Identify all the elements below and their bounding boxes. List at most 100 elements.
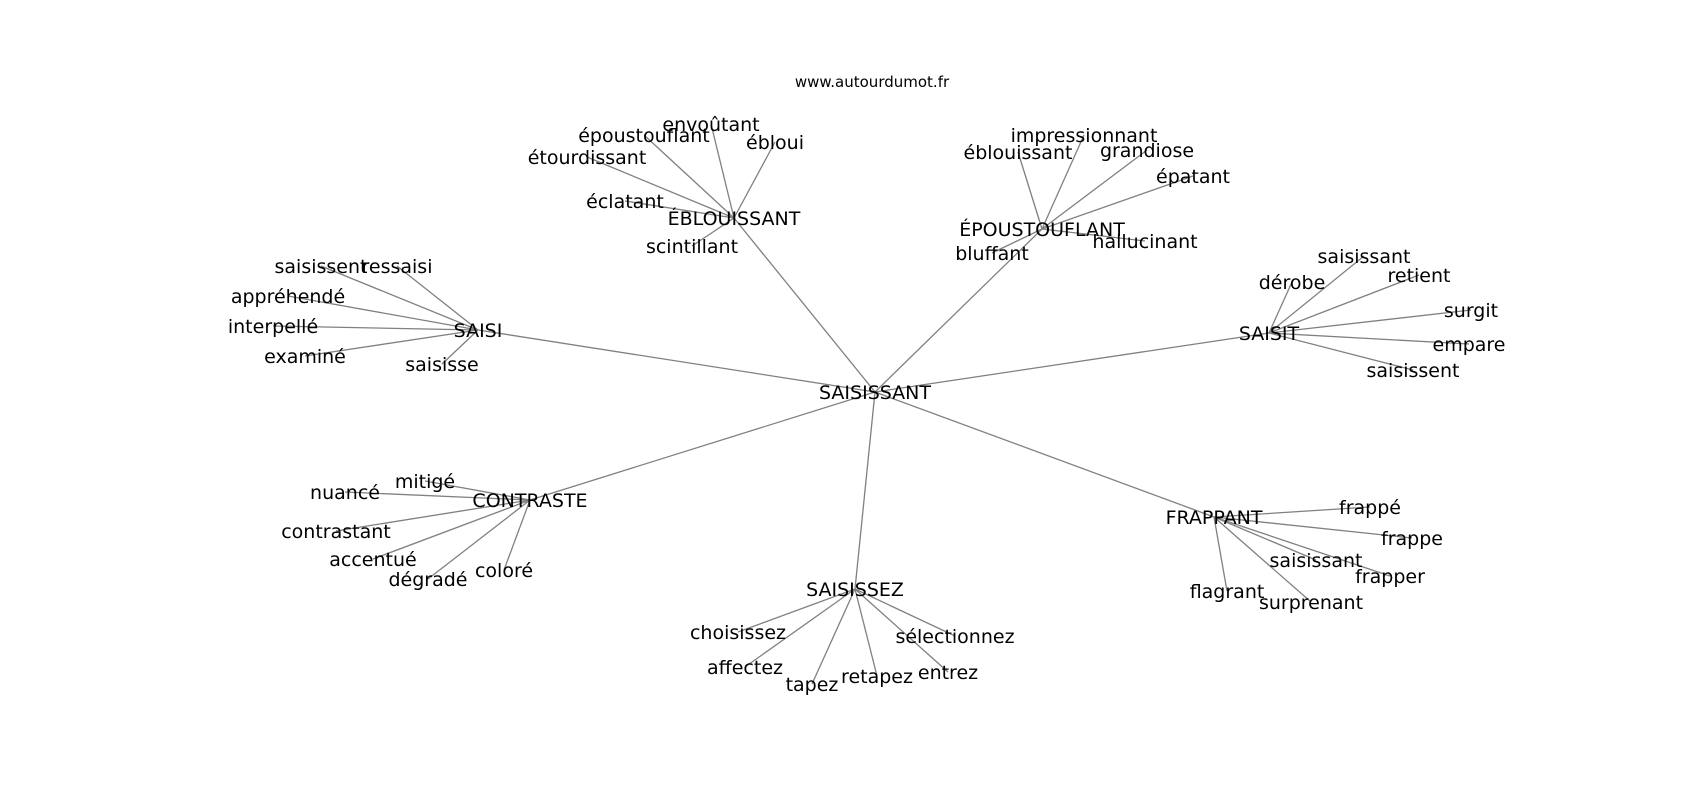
edge-contraste-nuance <box>344 491 531 501</box>
edge-saisi-saisissent-1 <box>320 265 479 331</box>
leaf-node-surgit: surgit <box>1444 300 1498 322</box>
leaf-node-colore: coloré <box>475 560 533 582</box>
edge-eblouissant-etourdissant <box>586 156 735 219</box>
leaf-node-impressionnant: impressionnant <box>1011 125 1158 147</box>
hub-node-eblouissant: ÉBLOUISSANT <box>668 207 801 230</box>
leaf-node-examine: examiné <box>264 346 346 368</box>
edge-frappant-frapper <box>1213 516 1391 577</box>
leaf-node-hallucinant: hallucinant <box>1092 231 1197 253</box>
edge-epoustouflant-epatant <box>1041 175 1194 230</box>
edge-eblouissant-eclatant <box>624 200 735 219</box>
leaf-node-frappe-1: frappé <box>1339 497 1401 519</box>
edge-contraste-degrade <box>427 499 531 580</box>
edge-saisi-saisisse <box>441 329 479 365</box>
edge-saisissez-retapez <box>854 588 878 677</box>
edge-saisi-examine <box>304 329 479 357</box>
edge-saisissez-choisissez <box>737 588 856 633</box>
edge-saisit-derobe <box>1268 281 1293 334</box>
edge-center-frappant <box>874 391 1215 518</box>
leaf-node-empare: empare <box>1433 334 1506 356</box>
edge-center-saisi <box>477 329 876 393</box>
edge-frappant-surprenant <box>1213 516 1312 603</box>
leaf-node-retient: retient <box>1388 265 1451 287</box>
edge-center-contraste <box>529 391 876 501</box>
hub-node-contraste: CONTRASTE <box>472 490 587 512</box>
edge-saisi-apprehende <box>287 295 479 331</box>
leaf-node-surprenant: surprenant <box>1259 592 1363 614</box>
leaf-node-saisissent-1: saisissent <box>275 256 368 278</box>
hub-node-saisissez: SAISISSEZ <box>806 579 904 601</box>
leaf-node-eblouissant-leaf: éblouissant <box>964 142 1073 164</box>
edge-saisi-ressaisi <box>396 265 479 331</box>
leaf-node-affectez: affectez <box>707 657 783 679</box>
leaf-node-nuance: nuancé <box>310 482 380 504</box>
edge-contraste-mitige <box>424 480 531 501</box>
leaf-node-epoustouflant-1: époustouflant <box>578 125 710 147</box>
edge-center-epoustouflant <box>874 228 1043 393</box>
leaf-node-saisisse: saisisse <box>405 354 479 376</box>
leaf-node-interpelle: interpellé <box>228 316 318 338</box>
leaf-node-scintillant: scintillant <box>646 236 738 258</box>
edge-eblouissant-envoutant <box>710 123 735 219</box>
leaf-node-flagrant: flagrant <box>1190 581 1265 603</box>
leaf-node-retapez: retapez <box>841 666 913 688</box>
edge-center-saisissez <box>854 391 876 590</box>
edge-contraste-accentue <box>372 499 531 560</box>
edge-contraste-colore <box>503 499 531 571</box>
edge-epoustouflant-eblouissant-leaf <box>1017 151 1043 230</box>
leaf-node-saisissent-2: saisissent <box>1367 360 1460 382</box>
leaf-node-saisissant-2: saisissant <box>1270 550 1363 572</box>
edge-saisissez-affectez <box>744 588 856 668</box>
edge-epoustouflant-grandiose <box>1041 149 1148 230</box>
edge-saisissez-tapez <box>811 588 856 685</box>
leaf-node-accentue: accentué <box>329 549 416 571</box>
leaf-node-degrade: dégradé <box>388 569 467 591</box>
edge-saisi-interpelle <box>272 325 479 331</box>
hub-node-saisit: SAISIT <box>1239 323 1300 345</box>
leaf-node-entrez: entrez <box>918 662 978 684</box>
leaf-node-eclatant: éclatant <box>586 191 664 213</box>
leaf-node-contrastant: contrastant <box>281 521 391 543</box>
edge-saisit-surgit <box>1268 309 1472 334</box>
edge-eblouissant-scintillant <box>691 217 735 247</box>
leaf-node-saisissant-1: saisissant <box>1318 246 1411 268</box>
leaf-node-tapez: tapez <box>786 674 839 696</box>
edge-frappant-flagrant <box>1213 516 1228 592</box>
leaf-node-etourdissant: étourdissant <box>528 147 647 169</box>
edge-saisit-saisissent-2 <box>1268 332 1414 371</box>
edge-saisissez-entrez <box>854 588 949 673</box>
edge-eblouissant-ebloui <box>733 141 776 219</box>
leaf-node-choisissez: choisissez <box>690 622 786 644</box>
edge-center-saisit <box>874 332 1270 393</box>
edge-frappant-frappe-1 <box>1213 506 1371 518</box>
leaf-node-frappe-2: frappe <box>1381 528 1443 550</box>
leaf-node-ressaisi: ressaisi <box>362 256 433 278</box>
leaf-node-bluffant: bluffant <box>955 243 1029 265</box>
leaf-node-epatant: épatant <box>1156 166 1230 188</box>
leaf-node-ebloui: ébloui <box>746 132 804 154</box>
leaf-node-apprehende: appréhendé <box>231 286 345 308</box>
edge-eblouissant-epoustouflant-1 <box>643 134 735 219</box>
edge-epoustouflant-hallucinant <box>1041 228 1146 242</box>
watermark: www.autourdumot.fr <box>795 73 950 91</box>
leaf-node-envoutant: envoûtant <box>662 114 759 136</box>
hub-node-saisi: SAISI <box>454 320 503 342</box>
leaf-node-mitige: mitigé <box>395 471 455 493</box>
leaf-node-grandiose: grandiose <box>1100 140 1194 162</box>
edge-epoustouflant-bluffant <box>991 228 1043 254</box>
edge-frappant-frappe-2 <box>1213 516 1413 539</box>
edge-saisit-saisissant-1 <box>1268 255 1365 334</box>
edge-epoustouflant-impressionnant <box>1041 134 1085 230</box>
edge-center-eblouissant <box>733 217 876 393</box>
graph-edges <box>272 123 1472 685</box>
edge-saisit-empare <box>1268 332 1470 345</box>
leaf-node-selectionnez: sélectionnez <box>895 626 1014 648</box>
edge-saisissez-selectionnez <box>854 588 956 637</box>
hub-node-epoustouflant: ÉPOUSTOUFLANT <box>959 218 1125 241</box>
edge-contraste-contrastant <box>335 499 531 532</box>
leaf-node-frapper: frapper <box>1355 566 1425 588</box>
edge-frappant-saisissant-2 <box>1213 516 1317 561</box>
center-node: SAISISSANT <box>819 382 931 404</box>
